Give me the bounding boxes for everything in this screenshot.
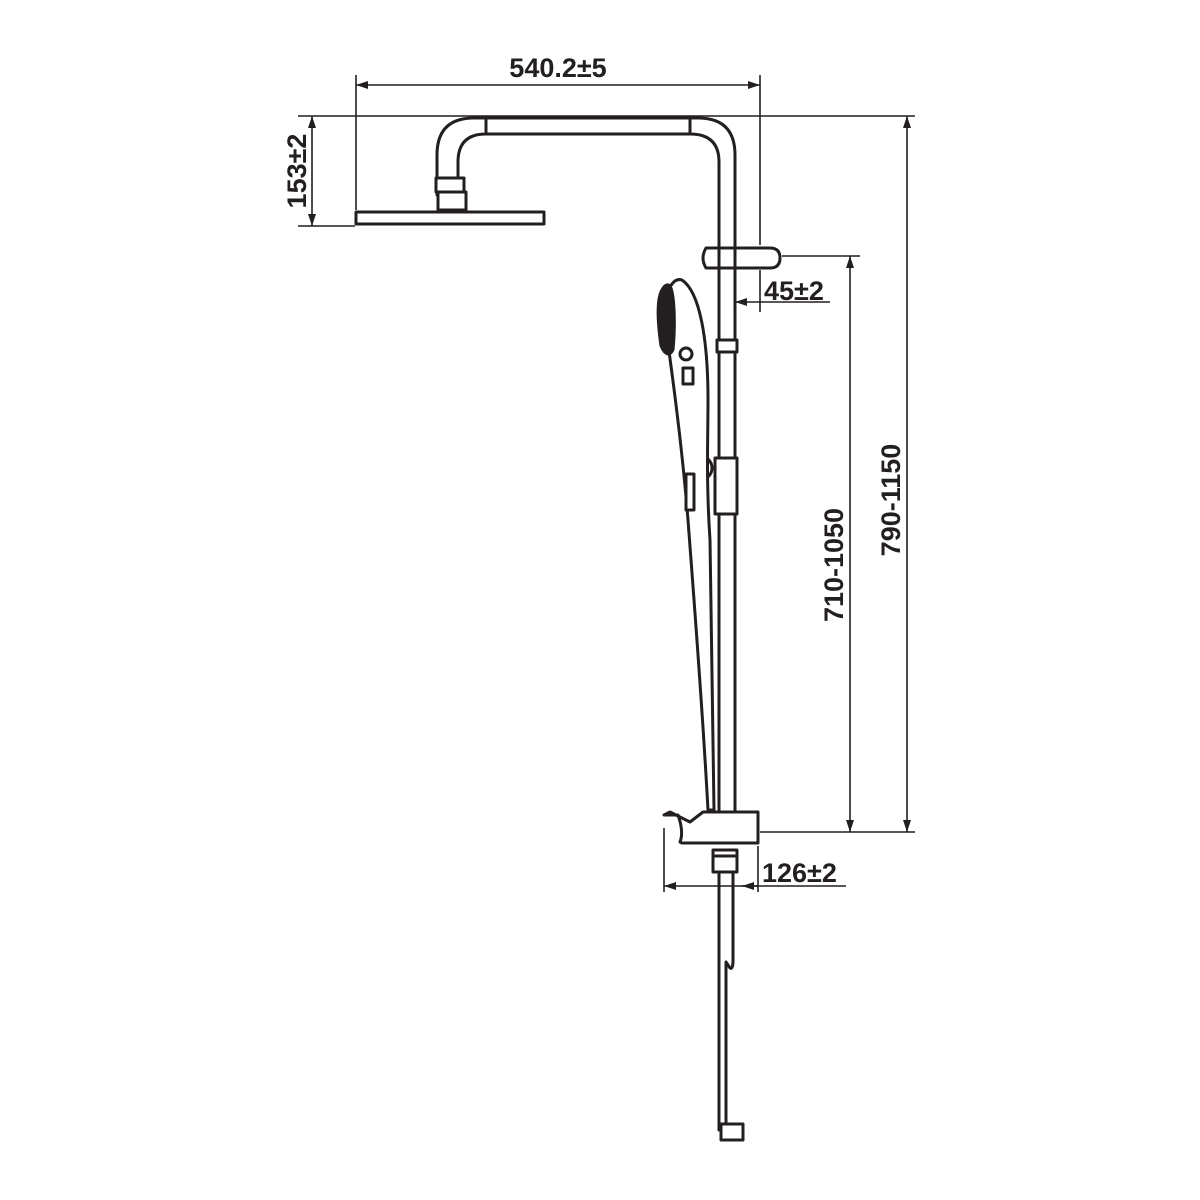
dimension-bracket-offset: 45±2: [734, 270, 830, 312]
overhead-arm: [435, 116, 737, 247]
dimension-arm-width: 540.2±5: [355, 53, 761, 245]
dimension-label-head-height: 153±2: [282, 134, 312, 209]
dimension-overall-range: 790-1150: [876, 116, 911, 832]
rain-shower-head: [354, 176, 546, 226]
dimension-label-overall-range: 790-1150: [876, 444, 906, 557]
dimension-shelf-depth: 126±2: [663, 828, 846, 892]
shower-hose: [717, 870, 745, 1142]
dimension-label-slide-range: 710-1050: [819, 508, 849, 622]
wall-bracket: [701, 246, 782, 270]
dimension-head-height: 153±2: [282, 115, 915, 227]
dimension-label-shelf-depth: 126±2: [762, 858, 837, 888]
dimension-label-arm-width: 540.2±5: [509, 53, 606, 83]
shower-shelf: [662, 810, 760, 874]
hand-shower: [656, 278, 716, 812]
slide-rail: [715, 243, 739, 814]
dimension-slide-range: 710-1050: [760, 255, 915, 833]
dimension-label-bracket-offset: 45±2: [764, 276, 824, 306]
